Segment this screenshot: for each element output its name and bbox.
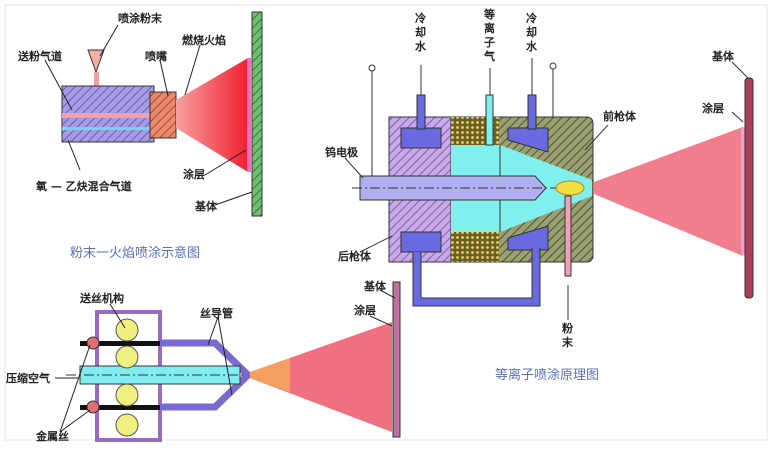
cooling-chamber <box>400 127 442 149</box>
label-plasma-gas: 等 离 子 气 <box>483 7 495 63</box>
label-powder-channel: 送粉气道 <box>17 49 62 63</box>
plasma-arc <box>555 180 585 196</box>
label-cooling-water-2: 冷 却 水 <box>526 11 538 53</box>
plasma-spray-cone <box>594 127 743 256</box>
label-electrode: 钨电极 <box>325 145 359 159</box>
frame-border <box>4 4 768 441</box>
plasma-spray-diagram: 冷 却 水 等 离 子 气 冷 却 水 钨电极 后枪体 前枪体 基体 涂层 粉 … <box>325 7 754 383</box>
wire-spray-cone <box>250 322 392 432</box>
svg-text:等: 等 <box>483 7 495 21</box>
svg-text:粉: 粉 <box>562 321 573 335</box>
label-spray-powder: 喷涂粉末 <box>118 11 163 25</box>
plasma-spray-title: 等离子喷涂原理图 <box>495 367 599 383</box>
flame-spray-diagram: 喷涂粉末 送粉气道 喷嘴 燃烧火焰 氧 — 乙炔混合气道 涂层 基体 粉末一火焰… <box>17 11 263 261</box>
svg-text:离: 离 <box>484 21 495 35</box>
label-feed-mechanism: 送丝机构 <box>79 291 124 305</box>
plasma-substrate <box>744 77 754 299</box>
label-nozzle: 喷嘴 <box>145 49 167 63</box>
gas-channel <box>62 127 176 130</box>
flame-cone <box>176 58 248 172</box>
label-plasma-coating: 涂层 <box>702 101 724 115</box>
wire-guide-tube <box>160 339 254 411</box>
cooling-chamber <box>400 231 442 253</box>
nozzle <box>149 91 177 139</box>
feed-rollers <box>115 318 139 437</box>
cooling-pipe <box>413 248 540 306</box>
powder-feed-tube <box>564 195 572 277</box>
label-wire-coating: 涂层 <box>354 303 376 317</box>
label-coating: 涂层 <box>183 167 205 181</box>
metal-wire <box>80 405 160 410</box>
svg-text:却: 却 <box>526 25 537 39</box>
label-wire-substrate: 基体 <box>363 279 387 293</box>
label-compressed-air: 压缩空气 <box>6 371 50 385</box>
label-plasma-substrate: 基体 <box>711 49 735 63</box>
flame-spray-title: 粉末一火焰喷涂示意图 <box>70 245 200 261</box>
tungsten-electrode <box>359 175 547 201</box>
svg-text:气: 气 <box>483 49 495 63</box>
svg-text:水: 水 <box>526 39 538 53</box>
label-wire-guide: 丝导管 <box>200 306 233 320</box>
coating-layer <box>247 58 251 172</box>
svg-text:冷: 冷 <box>526 11 537 25</box>
svg-text:却: 却 <box>415 25 426 39</box>
substrate <box>251 11 263 217</box>
svg-text:冷: 冷 <box>415 11 426 25</box>
label-front-body: 前枪体 <box>603 109 637 123</box>
label-cooling-water-1: 冷 却 水 <box>415 11 427 53</box>
label-rear-body: 后枪体 <box>338 249 372 263</box>
wire-substrate <box>392 281 401 438</box>
label-gas-channel: 氧 — 乙炔混合气道 <box>35 179 132 193</box>
svg-text:子: 子 <box>484 36 495 49</box>
metal-wire <box>80 341 160 346</box>
cooling-chamber <box>507 225 549 251</box>
label-plasma-powder: 粉 末 <box>561 321 574 349</box>
label-substrate: 基体 <box>194 199 218 213</box>
wire-spray-diagram: 送丝机构 丝导管 压缩空气 金属丝 基体 涂层 <box>6 279 401 443</box>
svg-text:水: 水 <box>415 39 427 53</box>
svg-text:末: 末 <box>561 335 574 349</box>
label-metal-wire: 金属丝 <box>35 429 69 443</box>
label-flame: 燃烧火焰 <box>181 33 226 47</box>
powder-channel <box>62 113 176 118</box>
